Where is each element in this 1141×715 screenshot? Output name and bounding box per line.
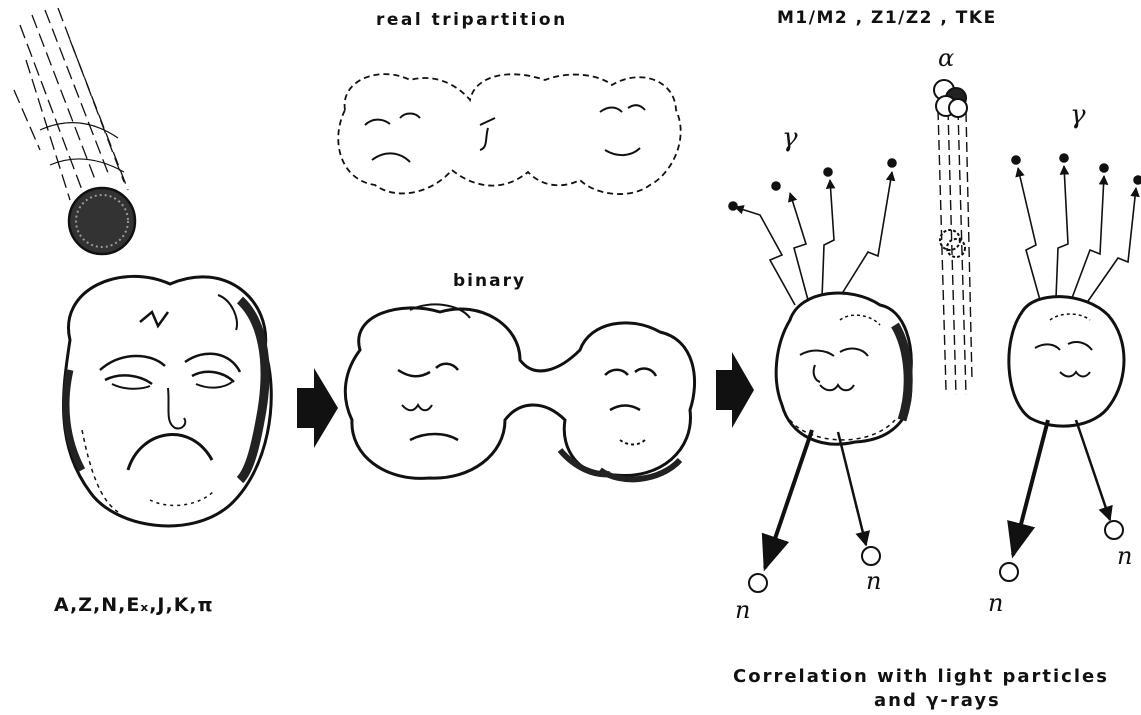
fission-fragment-2 — [1009, 297, 1124, 427]
mass-charge-tke-label: M1/M2 , Z1/Z2 , TKE — [777, 8, 997, 28]
neutron-symbol: n — [735, 596, 750, 624]
correlation-caption-line2: and γ-rays — [874, 690, 1001, 711]
binary-nucleus — [345, 304, 694, 479]
arrow-right-icon — [297, 368, 338, 448]
neutron-ball — [69, 188, 135, 254]
neutron-trail — [14, 8, 128, 200]
correlation-caption-line1: Correlation with light particles — [733, 666, 1109, 687]
nucleus-parameters-label: A,Z,N,Eₓ,J,K,π — [54, 594, 214, 616]
gamma-rays-fragment1 — [729, 159, 896, 305]
gamma-symbol: γ — [782, 123, 798, 153]
neutron-symbol: n — [1117, 542, 1132, 570]
fission-fragment-1 — [776, 293, 911, 444]
alpha-particle — [934, 80, 972, 395]
tripartition-nucleus — [338, 74, 680, 194]
real-tripartition-label: real tripartition — [376, 10, 568, 30]
binary-label: binary — [453, 271, 526, 291]
gamma-rays-fragment2 — [1012, 154, 1141, 304]
gamma-symbol: γ — [1070, 100, 1086, 130]
arrow-right-icon — [716, 352, 754, 428]
compound-nucleus — [63, 276, 271, 526]
neutron-emission — [749, 420, 1123, 592]
neutron-symbol: n — [988, 589, 1003, 617]
incoming-neutron — [14, 8, 135, 254]
neutron-symbol: n — [866, 567, 881, 595]
alpha-symbol: α — [938, 44, 954, 72]
